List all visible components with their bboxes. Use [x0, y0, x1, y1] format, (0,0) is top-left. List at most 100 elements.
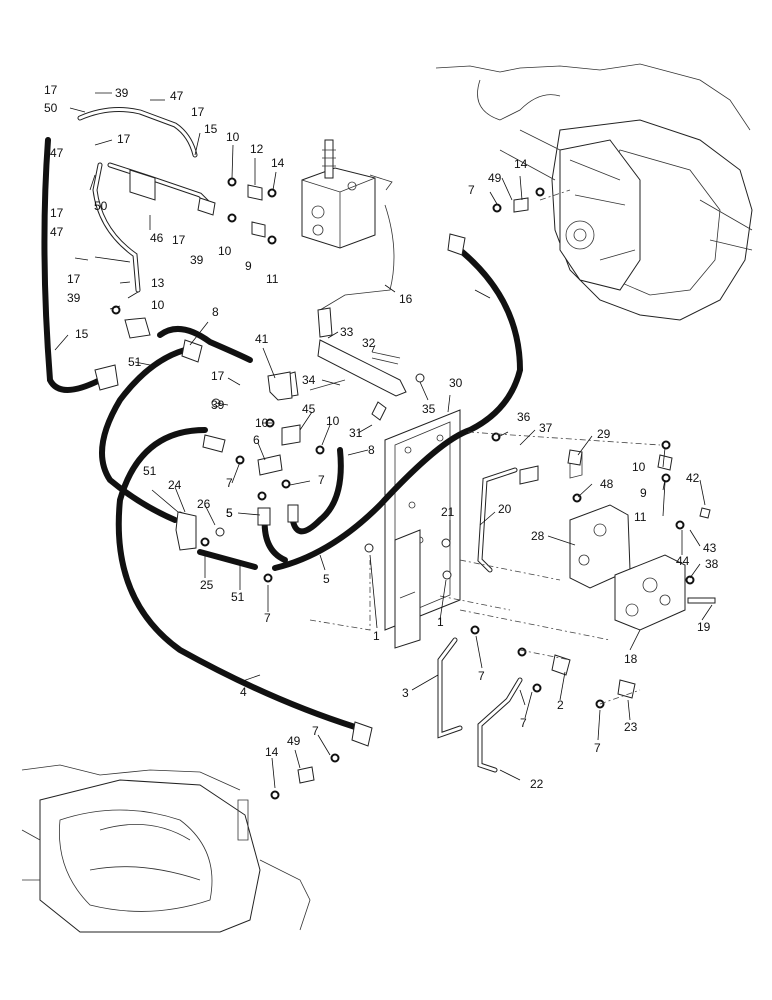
hose-8-upper — [157, 325, 253, 363]
control-linkage — [317, 174, 407, 397]
callout-8: 8 — [368, 443, 375, 457]
callout-10: 10 — [226, 130, 240, 144]
callout-39: 39 — [190, 253, 204, 267]
mounting-plate — [384, 409, 461, 649]
callout-29: 29 — [597, 427, 611, 441]
clamp-24 — [175, 511, 197, 551]
callout-17: 17 — [191, 105, 205, 119]
callout-17: 17 — [211, 369, 225, 383]
clamp-41 — [267, 371, 293, 401]
callout-7: 7 — [318, 473, 325, 487]
hose-4 — [115, 427, 358, 730]
assembly-lines — [309, 189, 661, 705]
callout-14: 14 — [271, 156, 285, 170]
callout-39: 39 — [211, 398, 225, 412]
callout-26: 26 — [197, 497, 211, 511]
callout-5: 5 — [323, 572, 330, 586]
callout-14: 14 — [514, 157, 528, 171]
callout-18: 18 — [624, 652, 638, 666]
callout-24: 24 — [168, 478, 182, 492]
callout-17: 17 — [117, 132, 131, 146]
callout-15: 15 — [204, 122, 218, 136]
leader-lines — [54, 92, 713, 789]
callout-10: 10 — [218, 244, 232, 258]
callout-14: 14 — [265, 745, 279, 759]
callout-49: 49 — [488, 171, 502, 185]
callout-6: 6 — [253, 433, 260, 447]
callout-51: 51 — [128, 355, 142, 369]
callout-10: 10 — [326, 414, 340, 428]
callout-47: 47 — [50, 146, 64, 160]
callout-16: 16 — [399, 292, 413, 306]
callout-11: 11 — [634, 510, 647, 524]
callout-3: 3 — [402, 686, 409, 700]
callout-9: 9 — [640, 486, 647, 500]
callout-11: 11 — [266, 272, 279, 286]
hose-51 — [99, 347, 188, 523]
callout-39: 39 — [67, 291, 81, 305]
callout-50: 50 — [44, 101, 58, 115]
callout-17: 17 — [172, 233, 186, 247]
callout-7: 7 — [594, 741, 601, 755]
callout-8: 8 — [212, 305, 219, 319]
callout-37: 37 — [539, 421, 553, 435]
hose-51-short — [197, 549, 258, 570]
callout-5: 5 — [226, 506, 233, 520]
front-housing — [21, 764, 311, 933]
callout-5: 5 — [226, 506, 233, 520]
callout-7: 7 — [226, 476, 233, 490]
callout-17: 17 — [67, 272, 81, 286]
callout-4: 4 — [240, 685, 247, 699]
callout-47: 47 — [50, 225, 64, 239]
callout-28: 28 — [531, 529, 545, 543]
control-valves — [569, 451, 686, 631]
callout-38: 38 — [705, 557, 719, 571]
callout-31: 31 — [349, 426, 363, 440]
callout-45: 45 — [302, 402, 316, 416]
callout-12: 12 — [250, 142, 264, 156]
callout-30: 30 — [449, 376, 463, 390]
callout-44: 44 — [676, 554, 690, 568]
callout-43: 43 — [703, 541, 717, 555]
callout-33: 33 — [340, 325, 354, 339]
callout-1: 1 — [373, 629, 380, 643]
callout-34: 34 — [302, 373, 316, 387]
callout-17: 17 — [50, 206, 64, 220]
callout-46: 46 — [150, 231, 164, 245]
callout-42: 42 — [686, 471, 700, 485]
hose-15 — [41, 137, 103, 393]
callout-2: 2 — [557, 698, 564, 712]
callout-19: 19 — [697, 620, 711, 634]
callout-7: 7 — [264, 611, 271, 625]
callout-47: 47 — [170, 89, 184, 103]
callout-21: 21 — [441, 505, 455, 519]
hardware — [175, 351, 452, 580]
callout-7: 7 — [468, 183, 475, 197]
callout-23: 23 — [624, 720, 638, 734]
callout-15: 15 — [75, 327, 89, 341]
callout-25: 25 — [200, 578, 214, 592]
callout-17: 17 — [44, 83, 58, 97]
callout-13: 13 — [151, 276, 165, 290]
callout-50: 50 — [94, 199, 108, 213]
callout-1: 1 — [437, 615, 444, 629]
callout-labels: 17 39 47 50 17 17 15 47 50 10 12 14 17 4… — [44, 83, 719, 791]
callout-36: 36 — [517, 410, 531, 424]
callout-10: 10 — [151, 298, 165, 312]
callout-32: 32 — [362, 336, 376, 350]
callout-49: 49 — [287, 734, 301, 748]
callout-51: 51 — [231, 590, 245, 604]
callout-41: 41 — [255, 332, 269, 346]
hose-5 — [272, 247, 524, 571]
callout-10: 10 — [632, 460, 646, 474]
callout-7: 7 — [520, 716, 527, 730]
callout-22: 22 — [530, 777, 544, 791]
hose-8 — [289, 447, 344, 535]
rear-housing — [435, 63, 753, 321]
callout-20: 20 — [498, 502, 512, 516]
callout-10: 10 — [255, 416, 269, 430]
selector-valve — [301, 139, 376, 249]
callout-9: 9 — [245, 259, 252, 273]
